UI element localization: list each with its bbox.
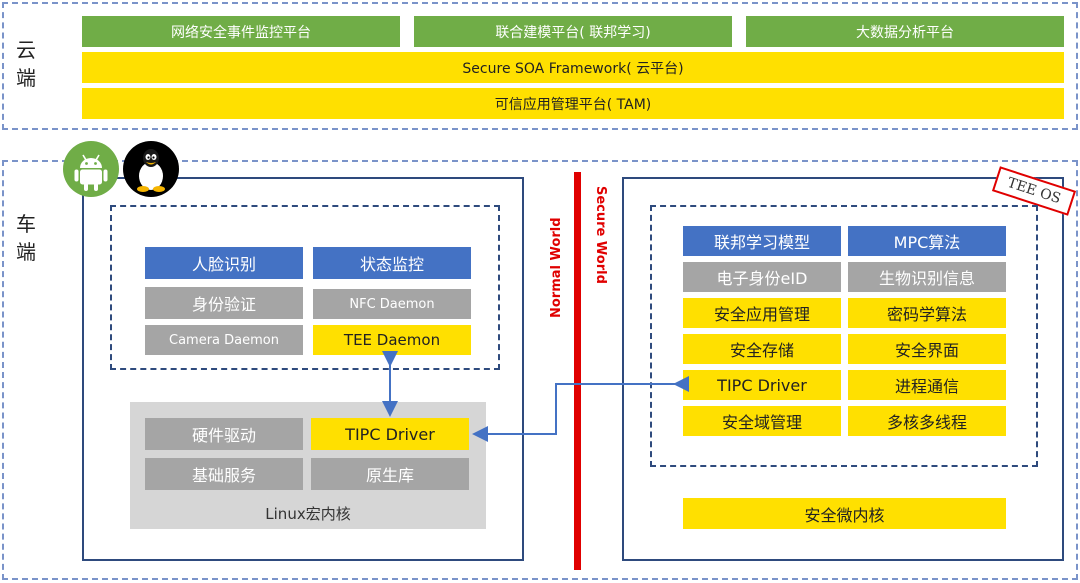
secure-app-area — [650, 205, 1038, 467]
camera-daemon-box: Camera Daemon — [145, 325, 303, 355]
security-event-monitor-platform: 网络安全事件监控平台 — [82, 16, 400, 47]
hardware-driver-box: 硬件驱动 — [145, 418, 303, 450]
ipc-box: 进程通信 — [848, 370, 1006, 400]
biometric-info-box: 生物识别信息 — [848, 262, 1006, 292]
mpc-algorithm-box: MPC算法 — [848, 226, 1006, 256]
secure-ui-box: 安全界面 — [848, 334, 1006, 364]
normal-app-area — [110, 205, 500, 370]
secure-micro-kernel-box: 安全微内核 — [683, 498, 1006, 529]
vehicle-label-char-1: 车 — [16, 212, 36, 236]
status-monitoring-box: 状态监控 — [313, 247, 471, 279]
world-divider-line — [574, 172, 581, 570]
android-icon — [62, 140, 120, 198]
face-recognition-box: 人脸识别 — [145, 247, 303, 279]
secure-storage-box: 安全存储 — [683, 334, 841, 364]
cloud-section — [2, 2, 1078, 130]
trusted-app-management-platform: 可信应用管理平台( TAM) — [82, 88, 1064, 119]
basic-services-box: 基础服务 — [145, 458, 303, 490]
linux-kernel-label: Linux宏内核 — [265, 504, 351, 523]
electronic-eid-box: 电子身份eID — [683, 262, 841, 292]
secure-app-management-box: 安全应用管理 — [683, 298, 841, 328]
linux-penguin-icon — [122, 140, 180, 198]
vehicle-section — [2, 160, 1078, 580]
vehicle-label-char-2: 端 — [16, 240, 36, 264]
vehicle-side-label: 车 端 — [14, 210, 38, 266]
secure-world-frame — [622, 177, 1064, 561]
multicore-multithread-box: 多核多线程 — [848, 406, 1006, 436]
federated-modeling-platform: 联合建模平台( 联邦学习) — [414, 16, 732, 47]
identity-verification-box: 身份验证 — [145, 287, 303, 319]
big-data-analysis-platform: 大数据分析平台 — [746, 16, 1064, 47]
federated-learning-model-box: 联邦学习模型 — [683, 226, 841, 256]
nfc-daemon-box: NFC Daemon — [313, 289, 471, 319]
tipc-driver-secure-box: TIPC Driver — [683, 370, 841, 400]
cloud-side-label: 云 端 — [14, 36, 38, 92]
tipc-bridge-arrow — [472, 376, 689, 442]
secure-soa-framework: Secure SOA Framework( 云平台) — [82, 52, 1064, 83]
security-domain-management-box: 安全域管理 — [683, 406, 841, 436]
tipc-driver-normal-box: TIPC Driver — [311, 418, 469, 450]
normal-world-frame — [82, 177, 524, 561]
cloud-label-char-1: 云 — [16, 38, 36, 62]
cryptography-algorithm-box: 密码学算法 — [848, 298, 1006, 328]
cloud-label-char-2: 端 — [16, 66, 36, 90]
tee-daemon-box: TEE Daemon — [313, 325, 471, 355]
native-library-box: 原生库 — [311, 458, 469, 490]
